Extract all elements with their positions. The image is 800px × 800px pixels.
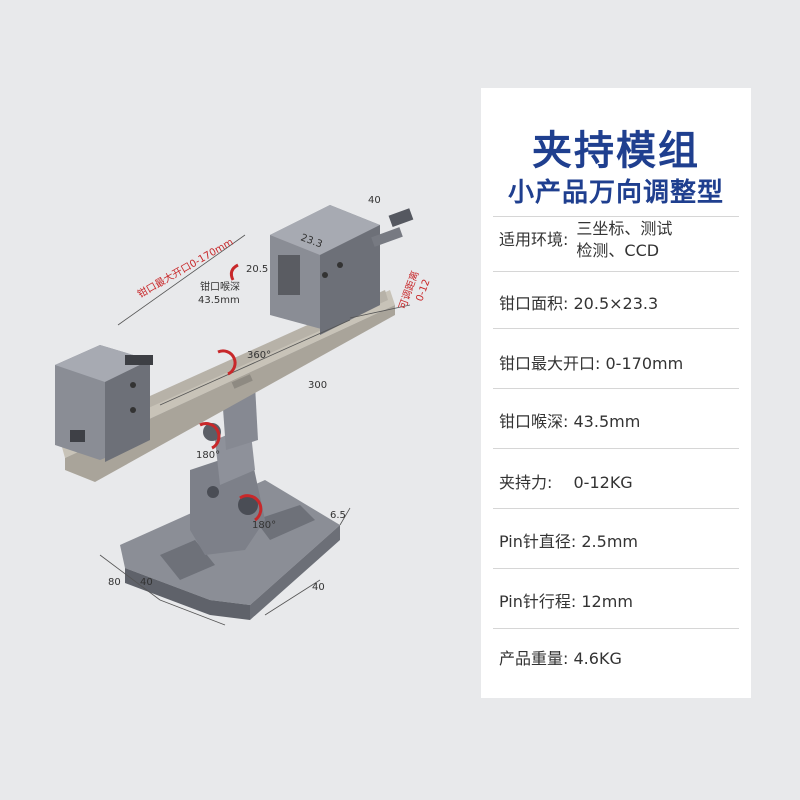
dim-300: 300 — [308, 380, 327, 391]
dimension-lines — [99, 234, 411, 626]
spec-label: Pin针行程: — [499, 592, 577, 611]
left-jaw-block — [55, 345, 153, 462]
spec-label: 夹持力: — [499, 473, 553, 492]
spec-clamp-force: 夹持力: 0-12KG — [499, 469, 739, 493]
spec-environment: 适用环境: 三坐标、测试 检测、CCD — [499, 218, 739, 262]
divider — [493, 328, 739, 329]
spec-jaw-area: 钳口面积: 20.5×23.3 — [499, 290, 739, 314]
dim-20-5: 20.5 — [246, 264, 268, 275]
spec-value: 0-170mm — [605, 354, 684, 373]
divider — [493, 216, 739, 217]
dim-40-top: 40 — [368, 195, 381, 206]
dim-throat-label: 钳口喉深 — [200, 280, 240, 293]
divider — [493, 628, 739, 629]
dim-40-right: 40 — [312, 582, 325, 593]
angle-360: 360° — [247, 350, 271, 361]
spec-pin-diameter: Pin针直径: 2.5mm — [499, 528, 739, 552]
spec-value: 2.5mm — [581, 532, 638, 551]
divider — [493, 448, 739, 449]
dim-throat-value: 43.5mm — [198, 295, 240, 306]
rotation-arrows — [199, 263, 263, 522]
spec-value: 43.5mm — [573, 412, 641, 431]
spec-value-line1: 三坐标、测试 — [576, 219, 673, 238]
spec-value: 20.5×23.3 — [573, 294, 659, 313]
dim-6-5: 6.5 — [330, 510, 346, 521]
divider — [493, 568, 739, 569]
spec-label: 产品重量: — [499, 649, 569, 668]
spec-label: 钳口最大开口: — [499, 354, 601, 373]
spec-value: 0-12KG — [573, 473, 633, 492]
spec-weight: 产品重量: 4.6KG — [499, 645, 739, 669]
product-illustration: 钳口最大开口0-170mm 钳口喉深 43.5mm 可调距离 0-12 40 2… — [55, 195, 433, 626]
spec-label: 钳口喉深: — [499, 412, 569, 431]
angle-180-b: 180° — [252, 520, 276, 531]
angle-180-a: 180° — [196, 450, 220, 461]
divider — [493, 271, 739, 272]
spec-value-line2: 检测、CCD — [576, 241, 660, 260]
spec-pin-stroke: Pin针行程: 12mm — [499, 588, 739, 612]
dim-40-left: 40 — [140, 577, 153, 588]
spec-value: 4.6KG — [573, 649, 622, 668]
dim-80: 80 — [108, 577, 121, 588]
product-title: 夹持模组 — [532, 128, 700, 174]
spec-throat-depth: 钳口喉深: 43.5mm — [499, 408, 739, 432]
spec-value: 12mm — [581, 592, 633, 611]
spec-label: Pin针直径: — [499, 532, 577, 551]
right-jaw-block — [270, 205, 414, 335]
divider — [493, 508, 739, 509]
spec-jaw-opening: 钳口最大开口: 0-170mm — [499, 350, 739, 374]
spec-label: 钳口面积: — [499, 294, 569, 313]
spec-panel: 夹持模组 小产品万向调整型 适用环境: 三坐标、测试 检测、CCD 钳口面积: … — [481, 88, 751, 698]
product-subtitle: 小产品万向调整型 — [507, 178, 724, 208]
divider — [493, 388, 739, 389]
spec-label: 适用环境: — [499, 230, 569, 249]
